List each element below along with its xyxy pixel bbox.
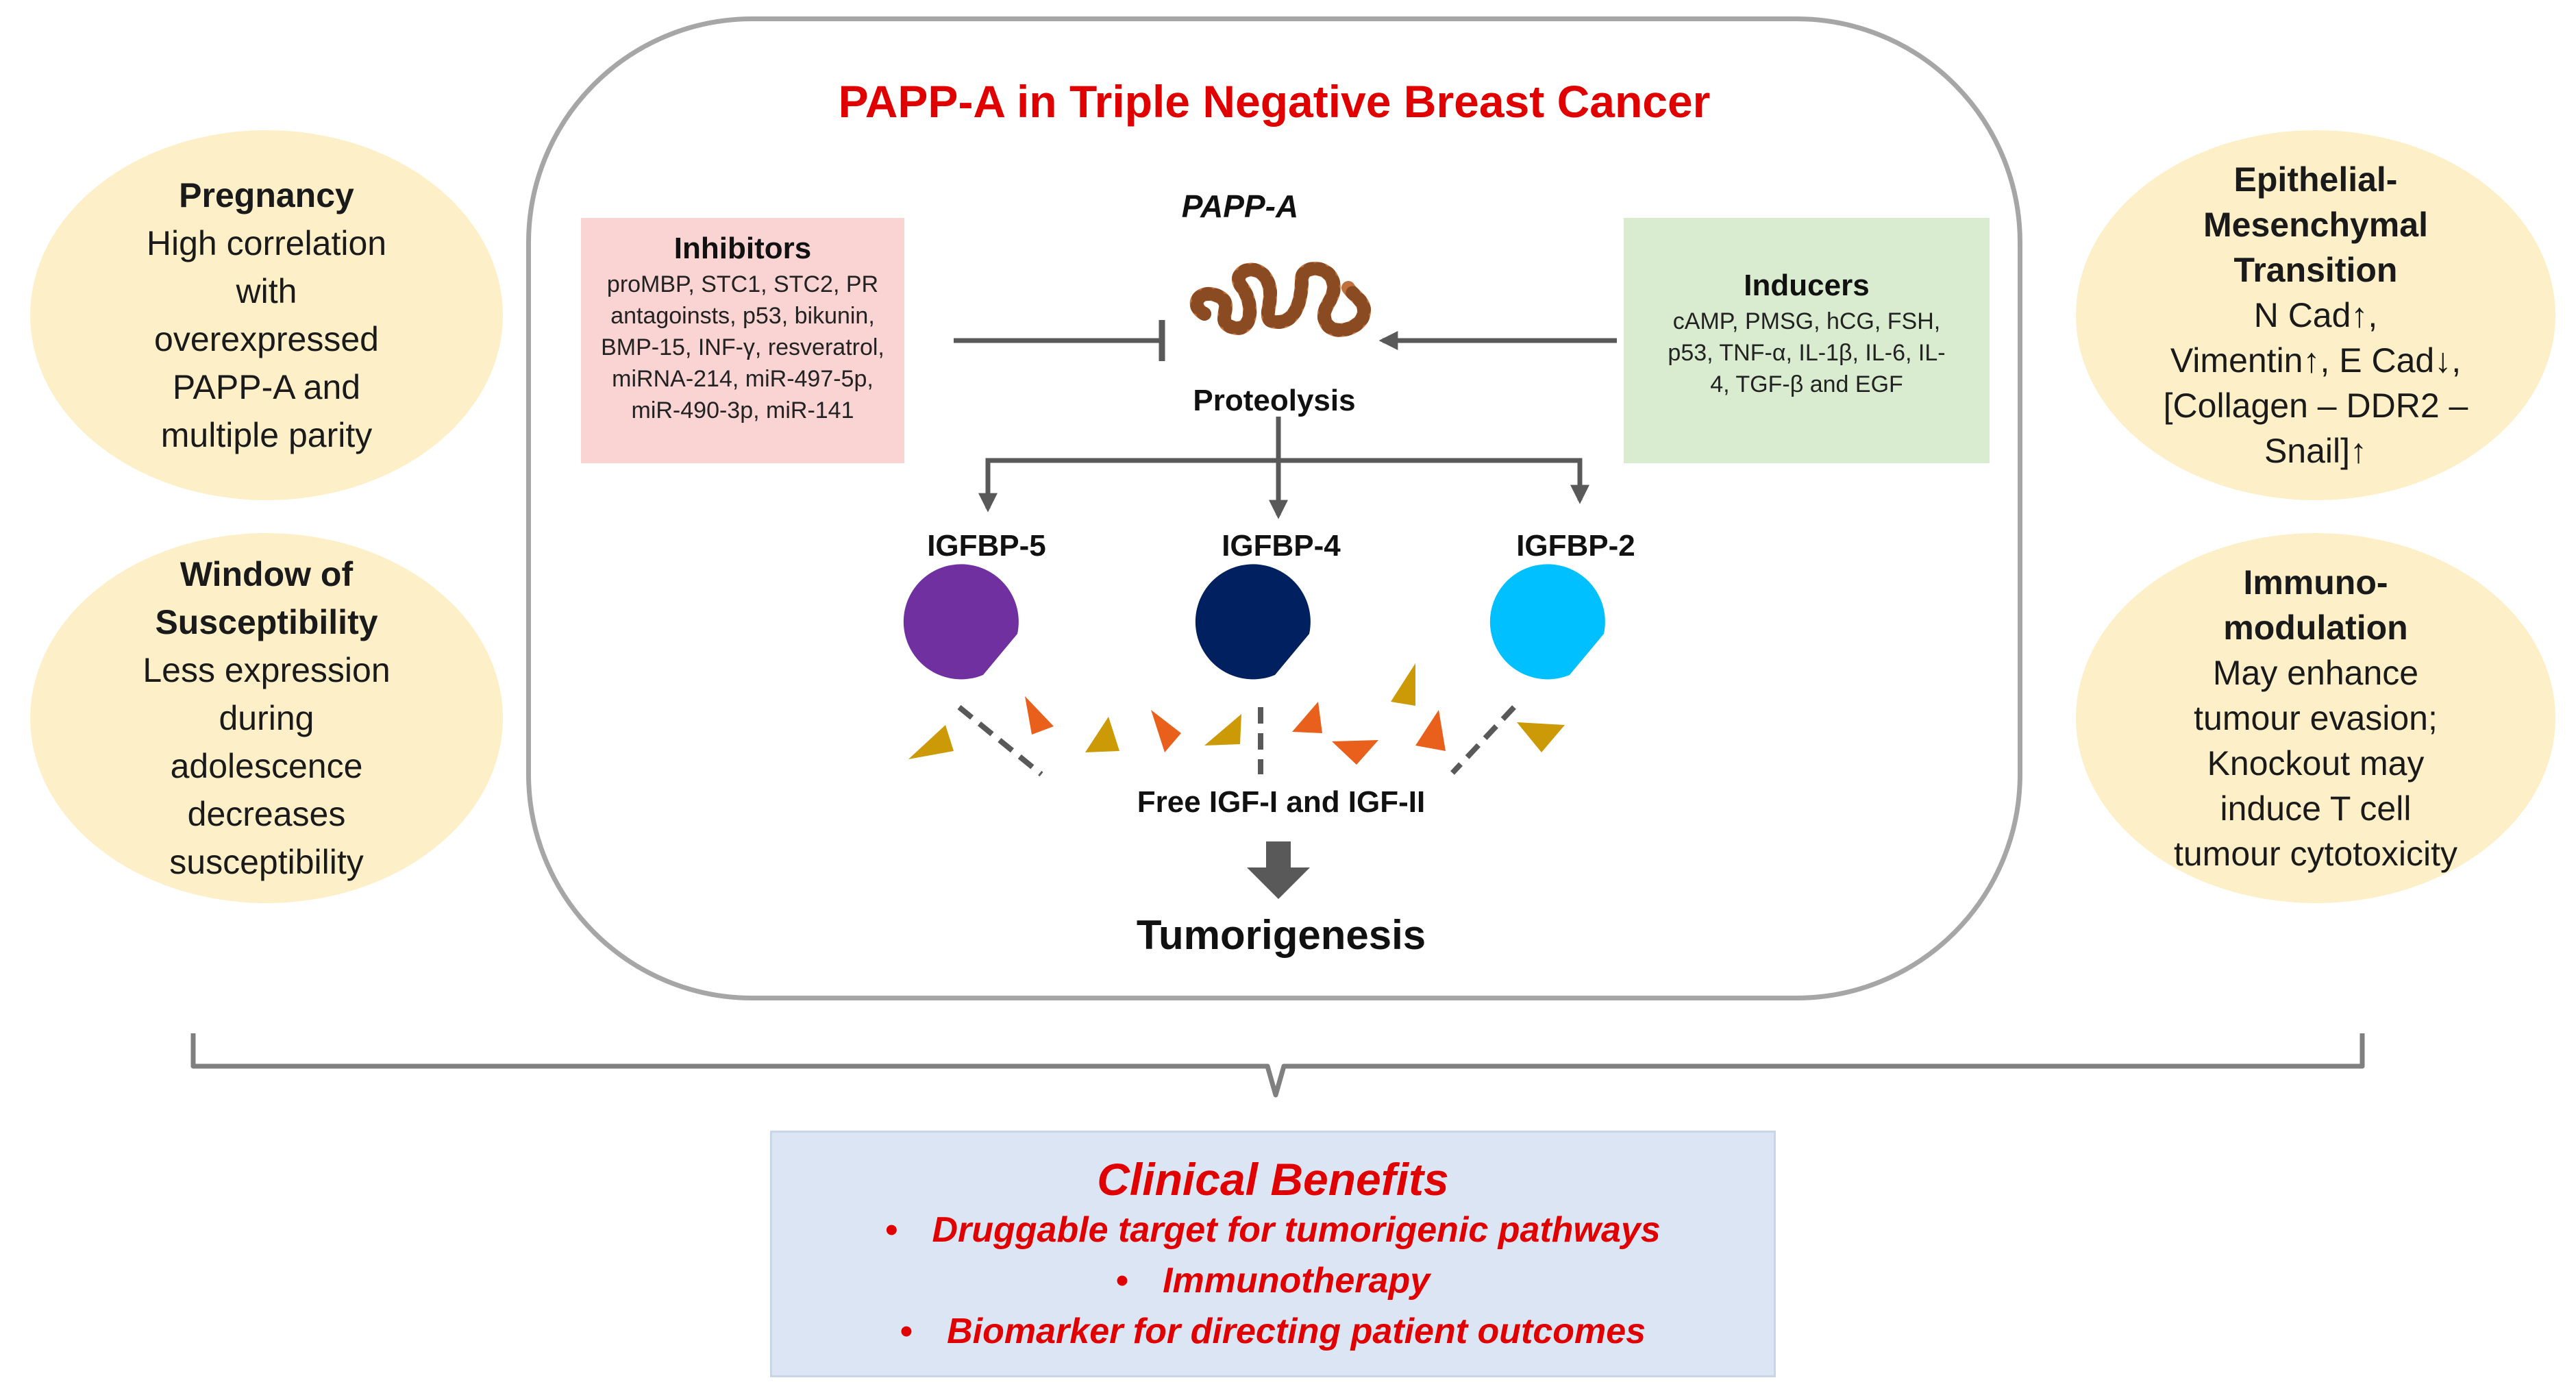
igfbp-4-protein-icon [1195,564,1311,680]
emt-oval: Epithelial- Mesenchymal Transition N Cad… [2076,130,2555,500]
oval-line: N Cad↑, [2253,296,2378,334]
branch-connector [985,458,1589,504]
bottom-brace [190,1033,2365,1098]
clinical-benefit-text: Immunotherapy [1163,1261,1431,1301]
inducers-heading: Inducers [1744,269,1870,302]
papp-a-label: PAPP-A [1181,188,1299,224]
emt-heading-line: Transition [2233,251,2398,289]
diagram-title: PAPP-A in Triple Negative Breast Cancer [838,76,1711,127]
clinical-benefit-text: Druggable target for tumorigenic pathway… [932,1210,1661,1250]
immuno-heading-line: modulation [2223,608,2408,647]
igfbp-2-protein-icon [1489,564,1605,680]
bullet-icon: • [900,1312,913,1351]
immunomodulation-oval: Immuno- modulation May enhance tumour ev… [2076,533,2555,903]
igfbp-5-protein-icon [903,564,1019,680]
clinical-benefit-item: • Biomarker for directing patient outcome… [772,1311,1774,1362]
window-heading-line: Window of [179,555,354,593]
igf-fragment [1415,710,1446,751]
igf-fragment [1204,714,1241,746]
igf-fragments [908,663,1565,765]
tumorigenesis-label: Tumorigenesis [1136,912,1426,958]
oval-line: [Collagen – DDR2 – [2163,386,2468,425]
inducers-line: cAMP, PMSG, hCG, FSH, [1672,308,1941,334]
inhibitors-line: proMBP, STC1, STC2, PR [606,271,879,297]
inhibitors-heading: Inhibitors [673,232,812,265]
inhibitors-box: Inhibitors proMBP, STC1, STC2, PR antago… [581,218,904,463]
igf-fragment [1151,710,1181,752]
oval-line: Vimentin↑, E Cad↓, [2170,341,2462,380]
oval-line: overexpressed [154,320,379,358]
igfbp-2-label: IGFBP-2 [1516,529,1635,563]
oval-line: tumour cytotoxicity [2173,835,2457,873]
inhibitors-line: miRNA-214, miR-497-5p, [612,366,874,392]
oval-line: susceptibility [169,843,364,881]
oval-line: decreases [187,795,346,833]
bullet-icon: • [1115,1261,1129,1301]
central-frame [526,16,2022,1000]
cleavage-line-left [957,704,1043,777]
oval-line: during [219,699,314,737]
igf-fragment [1517,722,1565,752]
window-heading-line: Susceptibility [155,603,378,641]
oval-line: with [236,272,297,310]
emt-heading-line: Mesenchymal [2203,206,2428,244]
clinical-benefit-text: Biomarker for directing patient outcomes [947,1312,1646,1351]
oval-line: High correlation [146,224,387,262]
pregnancy-heading: Pregnancy [179,176,354,214]
tumorigenesis-arrow [1247,841,1310,899]
clinical-benefit-item: • Druggable target for tumorigenic pathwa… [772,1209,1774,1260]
oval-line: Less expression [143,651,391,689]
immuno-heading-line: Immuno- [2243,563,2388,602]
pregnancy-oval: Pregnancy High correlation with overexpr… [30,130,503,500]
oval-line: Knockout may [2207,744,2425,783]
oval-line: multiple parity [160,416,373,454]
igf-fragment [908,725,954,759]
clinical-benefits-box: Clinical Benefits • Druggable target for … [770,1131,1776,1377]
inhibitors-line: miR-490-3p, miR-141 [631,397,854,423]
bullet-icon: • [885,1210,898,1250]
oval-line: induce T cell [2220,789,2412,828]
igfbp-5-label: IGFBP-5 [927,529,1046,563]
inducers-box: Inducers cAMP, PMSG, hCG, FSH, p53, TNF-… [1624,218,1990,463]
cleavage-line-right [1450,705,1516,775]
emt-heading-line: Epithelial- [2233,160,2398,199]
igf-fragment [1332,740,1378,765]
inhibitors-line: BMP-15, INF-γ, resveratrol, [601,334,884,360]
inhibitors-line: antagoinsts, p53, bikunin, [610,303,875,329]
igf-fragment [1025,696,1054,735]
papp-a-protein-icon [1189,262,1371,337]
branch-arrows [978,417,1589,519]
window-of-susceptibility-oval: Window of Susceptibility Less expression… [30,533,503,903]
free-igf-label: Free IGF-I and IGF-II [1137,785,1426,819]
igf-fragment [1391,663,1415,706]
oval-line: May enhance [2212,654,2419,692]
oval-line: Snail]↑ [2264,432,2368,470]
igf-fragment [1292,702,1322,733]
oval-line: PAPP-A and [172,368,361,406]
clinical-benefit-item: • Immunotherapy [772,1260,1774,1311]
igf-fragment [1085,717,1119,752]
inducers-line: p53, TNF-α, IL-1β, IL-6, IL- [1668,340,1946,366]
inducers-line: 4, TGF-β and EGF [1710,371,1903,397]
proteolysis-label: Proteolysis [1193,384,1356,417]
clinical-benefits-heading: Clinical Benefits [1097,1154,1449,1205]
oval-line: adolescence [170,747,363,785]
igfbp-4-label: IGFBP-4 [1222,529,1341,563]
oval-line: tumour evasion; [2194,699,2438,737]
